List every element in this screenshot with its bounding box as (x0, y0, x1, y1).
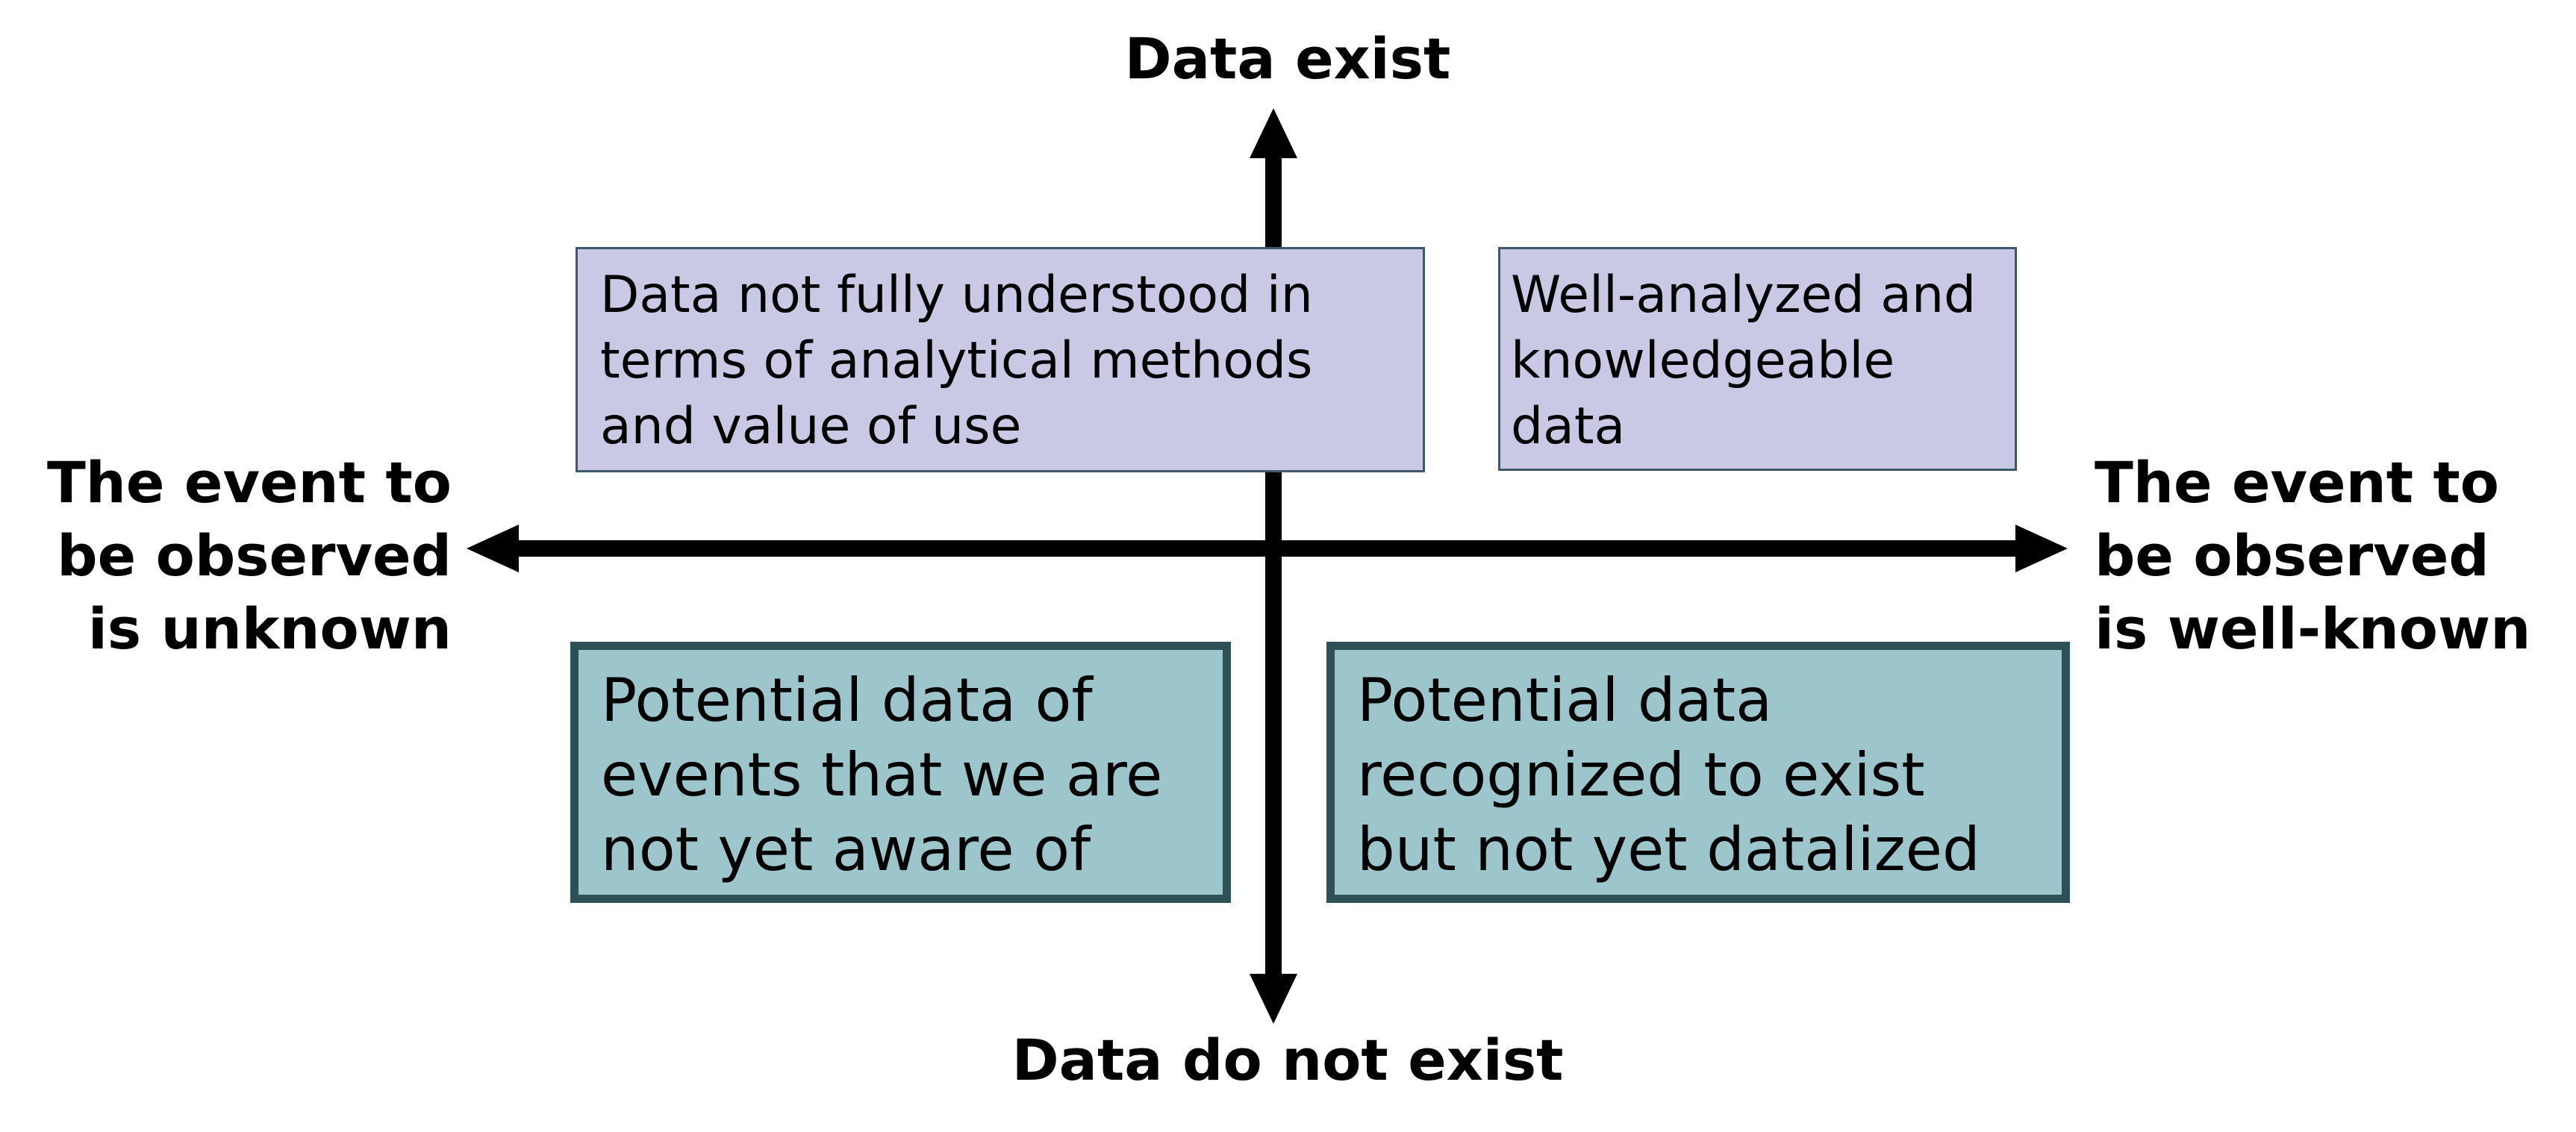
axis-label-event-unknown: The event to be observed is unknown (15, 446, 452, 666)
quadrant-box-top-left: Data not fully understood in terms of an… (576, 247, 1425, 472)
axis-label-left-line-2: be observed (57, 522, 452, 589)
vertical-axis-arrow-up (1250, 108, 1297, 158)
quadrant-bottom-left-line-3: not yet aware of (601, 815, 1091, 884)
axis-label-left-line-1: The event to (46, 449, 452, 516)
axis-label-event-well-known: The event to be observed is well-known (2095, 446, 2572, 666)
quadrant-bottom-left-line-1: Potential data of (601, 666, 1093, 735)
vertical-axis-arrow-down (1250, 974, 1297, 1024)
quadrant-top-left-line-1: Data not fully understood in (600, 266, 1313, 325)
quadrant-bottom-right-line-3: but not yet datalized (1357, 815, 1980, 884)
quadrant-bottom-right-line-1: Potential data (1357, 666, 1773, 735)
quadrant-top-right-line-1: Well-analyzed and (1511, 266, 1977, 325)
axis-label-right-line-1: The event to (2095, 449, 2500, 516)
quadrant-box-top-right: Well-analyzed and knowledgeable data (1498, 247, 2017, 471)
axis-label-right-line-3: is well-known (2095, 595, 2531, 662)
axis-label-bottom-text: Data do not exist (1011, 1027, 1564, 1093)
quadrant-bottom-left-line-2: events that we are (601, 740, 1163, 810)
quadrant-top-right-line-2: knowledgeable (1511, 331, 1895, 390)
axis-label-top-text: Data exist (1124, 25, 1451, 92)
quadrant-box-bottom-left: Potential data of events that we are not… (570, 642, 1231, 903)
axis-label-right-line-2: be observed (2095, 522, 2489, 589)
quadrant-bottom-right-line-2: recognized to exist (1357, 740, 1925, 810)
quadrant-top-left-line-2: terms of analytical methods (600, 331, 1313, 390)
axis-label-data-exist: Data exist (970, 22, 1605, 96)
quadrant-top-right-line-3: data (1511, 397, 1626, 456)
quadrant-box-bottom-right: Potential data recognized to exist but n… (1326, 642, 2070, 903)
horizontal-axis-arrow-right (2015, 525, 2068, 572)
horizontal-axis-arrow-left (467, 525, 519, 572)
axis-label-left-line-3: is unknown (87, 595, 452, 662)
axis-label-data-do-not-exist: Data do not exist (933, 1024, 1642, 1097)
quadrant-top-left-line-3: and value of use (600, 397, 1022, 456)
